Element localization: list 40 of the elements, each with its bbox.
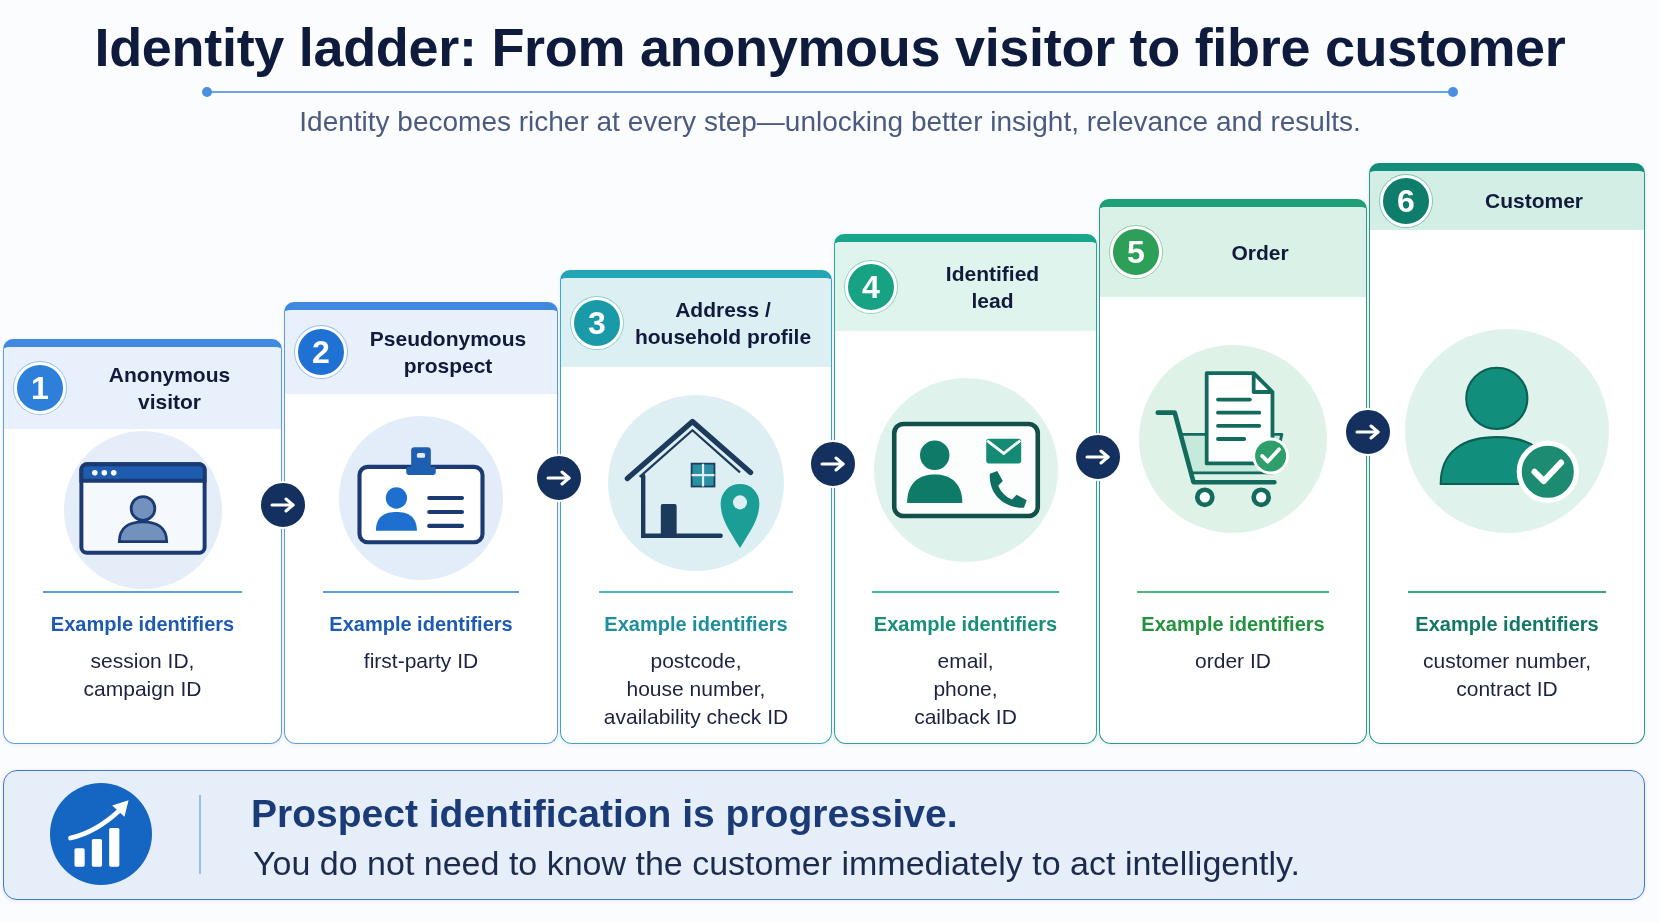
arrow [1085,449,1110,465]
section-heading: Example identifiers [873,612,1058,636]
section-heading: Example identifiers [1141,612,1325,636]
identifier-list: order ID [1195,647,1271,675]
identifier-list: first-party ID [363,647,479,675]
subtitle: Identity becomes richer at every step—unlocking better insight, relevance and results. [299,105,1361,139]
section-heading: Example identifiers [1415,612,1599,636]
callout-heading: Prospect identification is progressive. [251,791,958,837]
arrow [270,497,295,513]
arrow [1355,424,1380,440]
step-number: 4 [845,260,897,313]
step-title: Address / household profile [634,296,812,350]
step-card [3,339,282,744]
step-card [284,302,558,744]
section-heading: Example identifiers [329,612,513,636]
identifier-list: postcode, house number, availability check ID [603,647,789,731]
section-heading: Example identifiers [50,612,235,636]
step-number: 5 [1110,226,1162,278]
step-title: Anonymous visitor [108,362,231,415]
step-title: Pseudonymous prospect [369,326,527,379]
callout-text: You do not need to know the customer immediately to act intelligently. [253,843,1301,883]
arrow [820,456,845,472]
step-title: Customer [1485,188,1583,214]
step-number: 3 [571,296,623,349]
step-number: 1 [14,362,66,414]
step-card [1369,163,1645,744]
step-card [834,234,1097,744]
callout-banner [3,770,1645,900]
identifier-list: session ID, campaign ID [83,647,202,703]
section-heading: Example identifiers [604,612,788,636]
identifier-list: customer number, contract ID [1422,647,1592,703]
arrow [546,470,571,486]
step-number: 6 [1380,174,1432,227]
step-card [1099,199,1367,744]
step-number: 2 [295,326,347,378]
title: Identity ladder: From anonymous visitor to fibre customer [94,16,1566,78]
identifier-list: email, phone, cailback ID [914,647,1017,731]
step-title: Order [1231,239,1289,266]
step-title: Identified lead [945,260,1040,314]
step-card [560,270,832,744]
